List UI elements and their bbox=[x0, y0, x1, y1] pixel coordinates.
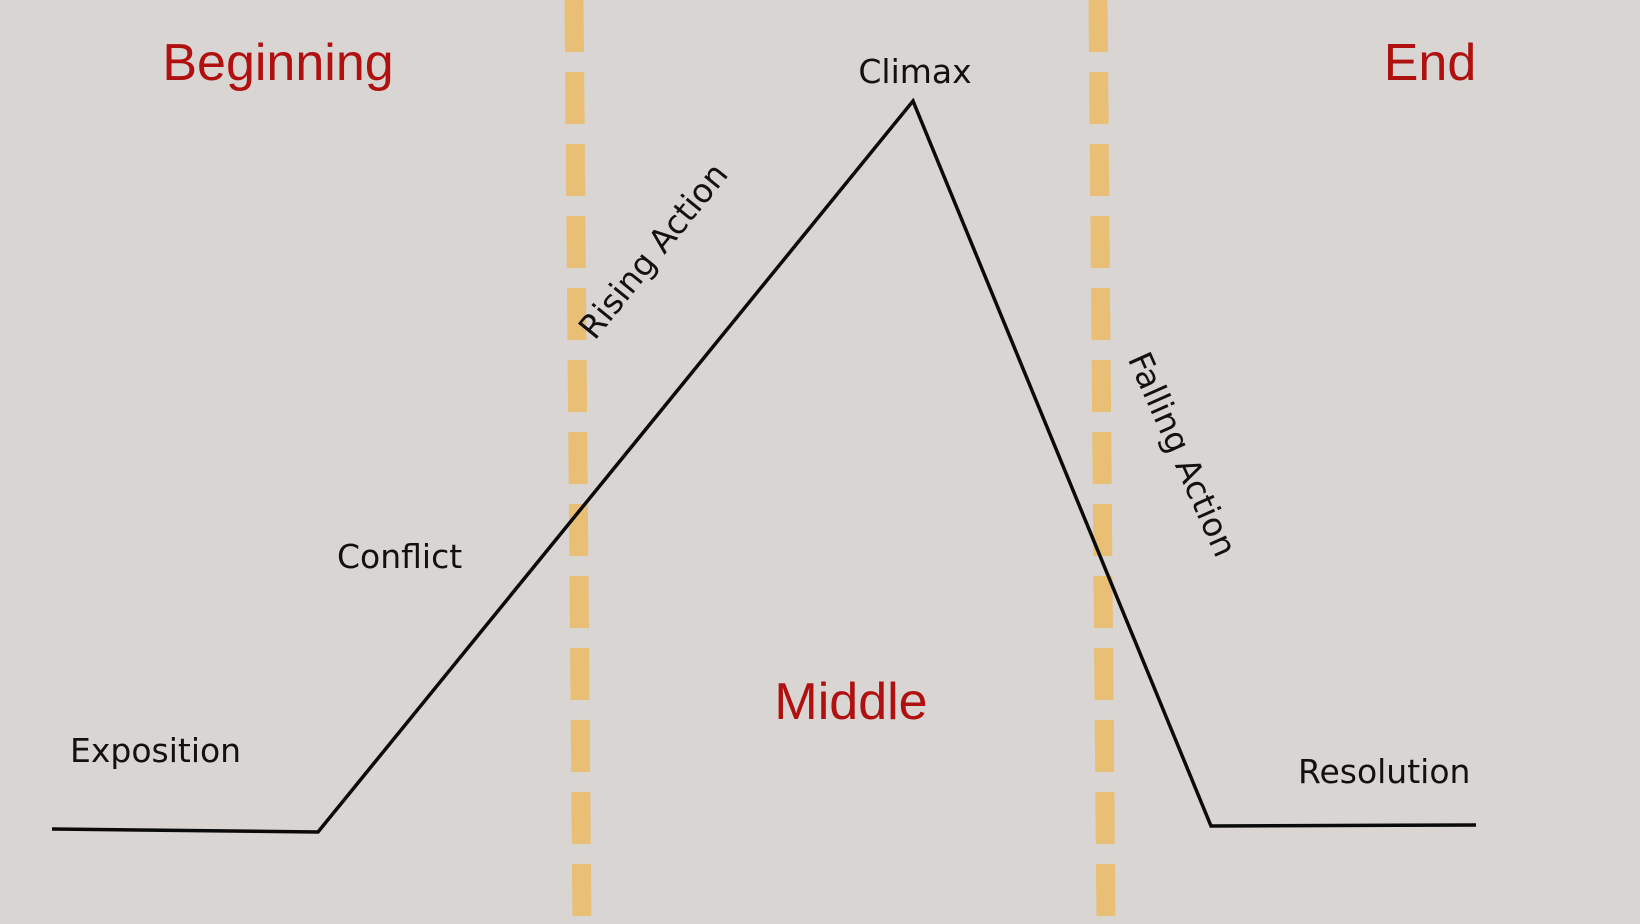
section-label-middle: Middle bbox=[774, 673, 927, 731]
stage-label-climax: Climax bbox=[858, 52, 971, 91]
divider-middle-end bbox=[1088, 0, 1116, 924]
stage-label-falling-action: Falling Action bbox=[1120, 346, 1245, 562]
stage-label-exposition: Exposition bbox=[70, 731, 241, 770]
stage-label-rising-action: Rising Action bbox=[571, 155, 736, 346]
section-label-end: End bbox=[1384, 34, 1477, 92]
story-arc-line bbox=[51, 97, 1477, 834]
divider-beginning-middle bbox=[564, 0, 592, 924]
stage-label-conflict: Conflict bbox=[337, 537, 462, 576]
stage-label-resolution: Resolution bbox=[1298, 752, 1470, 791]
section-label-beginning: Beginning bbox=[162, 34, 393, 92]
